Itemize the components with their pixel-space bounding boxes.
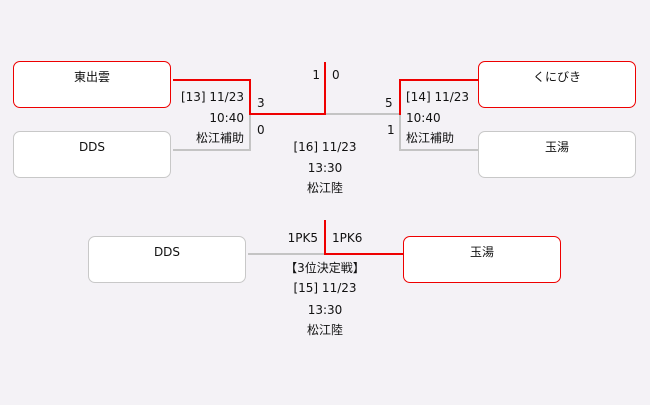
score: 5 — [385, 96, 393, 110]
match-id-date: [13] 11/23 — [180, 90, 244, 104]
team-name: 東出雲 — [73, 70, 110, 84]
team-box-tamayu-3rd[interactable]: 玉湯 — [403, 236, 561, 283]
team-name: 玉湯 — [469, 245, 494, 259]
score: 0 — [257, 123, 265, 137]
score: 1PK6 — [332, 231, 363, 245]
match-title: 【3位決定戦】 — [285, 261, 365, 275]
match-id-date: [15] 11/23 — [293, 281, 357, 295]
bracket-line-winner — [249, 113, 326, 115]
bracket-line-winner — [324, 253, 403, 255]
match-time: 13:30 — [307, 303, 343, 317]
match-venue: 松江補助 — [406, 131, 455, 145]
match-id-date: [16] 11/23 — [293, 140, 357, 154]
team-name: DDS — [153, 245, 181, 259]
score: 1 — [312, 68, 320, 82]
match-time: 10:40 — [209, 111, 244, 125]
bracket-line-winner — [399, 79, 478, 81]
score: 3 — [257, 96, 265, 110]
bracket-line — [399, 113, 401, 151]
team-name: 玉湯 — [544, 140, 569, 154]
team-name: くにびき — [532, 70, 581, 84]
match-time: 13:30 — [307, 161, 343, 175]
match-time: 10:40 — [406, 111, 441, 125]
bracket-line-winner — [249, 79, 251, 115]
match-id-date: [14] 11/23 — [406, 90, 470, 104]
score: 1PK5 — [287, 231, 318, 245]
bracket-line — [248, 253, 325, 255]
bracket-line-winner — [173, 79, 251, 81]
team-box-higashiizumo[interactable]: 東出雲 — [13, 61, 171, 108]
match-venue: 松江陸 — [306, 181, 343, 195]
bracket-line-winner — [324, 220, 326, 255]
bracket-line-winner — [324, 62, 326, 115]
team-box-dds[interactable]: DDS — [13, 131, 171, 178]
team-name: DDS — [78, 140, 106, 154]
bracket-line-winner — [399, 79, 401, 115]
score: 1 — [387, 123, 395, 137]
bracket-line — [326, 113, 401, 115]
score: 0 — [332, 68, 340, 82]
bracket-line — [399, 149, 478, 151]
team-box-kunibiki[interactable]: くにびき — [478, 61, 636, 108]
bracket-line — [173, 149, 251, 151]
team-box-dds-3rd[interactable]: DDS — [88, 236, 246, 283]
match-venue: 松江陸 — [306, 323, 343, 337]
team-box-tamayu[interactable]: 玉湯 — [478, 131, 636, 178]
match-venue: 松江補助 — [195, 131, 244, 145]
bracket-line — [249, 113, 251, 151]
